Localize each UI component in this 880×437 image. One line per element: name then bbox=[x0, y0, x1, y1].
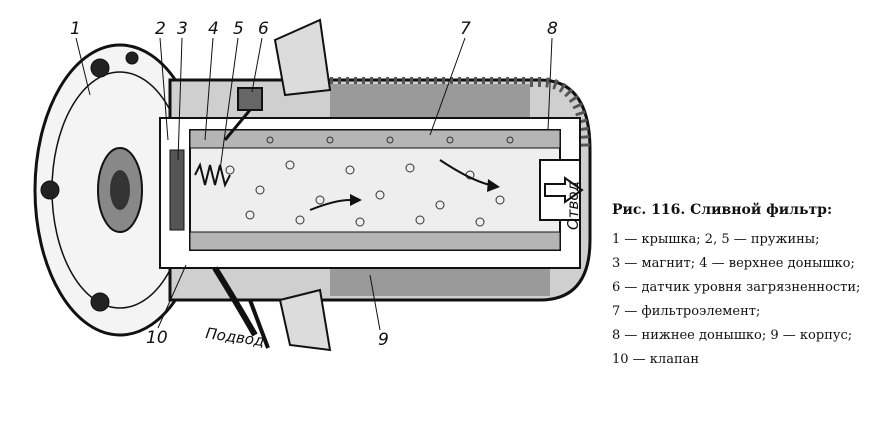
contamination-sensor bbox=[237, 87, 263, 111]
caption-line: 1 — крышка; 2, 5 — пружины; bbox=[612, 232, 820, 247]
callout-9: 9 bbox=[378, 330, 389, 350]
filter-perforations bbox=[225, 136, 514, 227]
caption-line: 6 — датчик уровня загрязненности; bbox=[612, 280, 861, 295]
caption-line: 7 — фильтроэлемент; bbox=[612, 304, 761, 319]
callout-3: 3 bbox=[177, 19, 188, 39]
filter-cutaway-drawing: 1 2 3 4 5 6 7 8 9 10 Отвод Подвод bbox=[33, 18, 592, 352]
inlet-label: Подвод bbox=[204, 324, 265, 350]
caption-line: 8 — нижнее донышко; 9 — корпус; bbox=[612, 328, 853, 343]
callout-7: 7 bbox=[460, 19, 471, 39]
callout-4: 4 bbox=[208, 19, 219, 39]
caption-line: 10 — клапан bbox=[612, 352, 700, 367]
outlet-port bbox=[539, 159, 581, 221]
caption-title: Рис. 116. Сливной фильтр: bbox=[612, 202, 833, 218]
figure-caption: Рис. 116. Сливной фильтр: 1 — крышка; 2,… bbox=[612, 198, 870, 372]
callout-1: 1 bbox=[70, 19, 81, 39]
callout-2: 2 bbox=[155, 19, 166, 39]
callout-10: 10 bbox=[146, 328, 168, 348]
caption-line: 3 — магнит; 4 — верхнее донышко; bbox=[612, 256, 855, 271]
magnet bbox=[169, 149, 185, 231]
callout-5: 5 bbox=[233, 19, 244, 39]
cover-bolts bbox=[40, 51, 139, 312]
callout-8: 8 bbox=[547, 19, 558, 39]
outlet-label: Отвод bbox=[564, 181, 582, 230]
callout-leaders bbox=[75, 37, 553, 331]
inlet-pipe bbox=[212, 266, 258, 337]
callout-6: 6 bbox=[258, 19, 269, 39]
spring bbox=[194, 162, 231, 188]
